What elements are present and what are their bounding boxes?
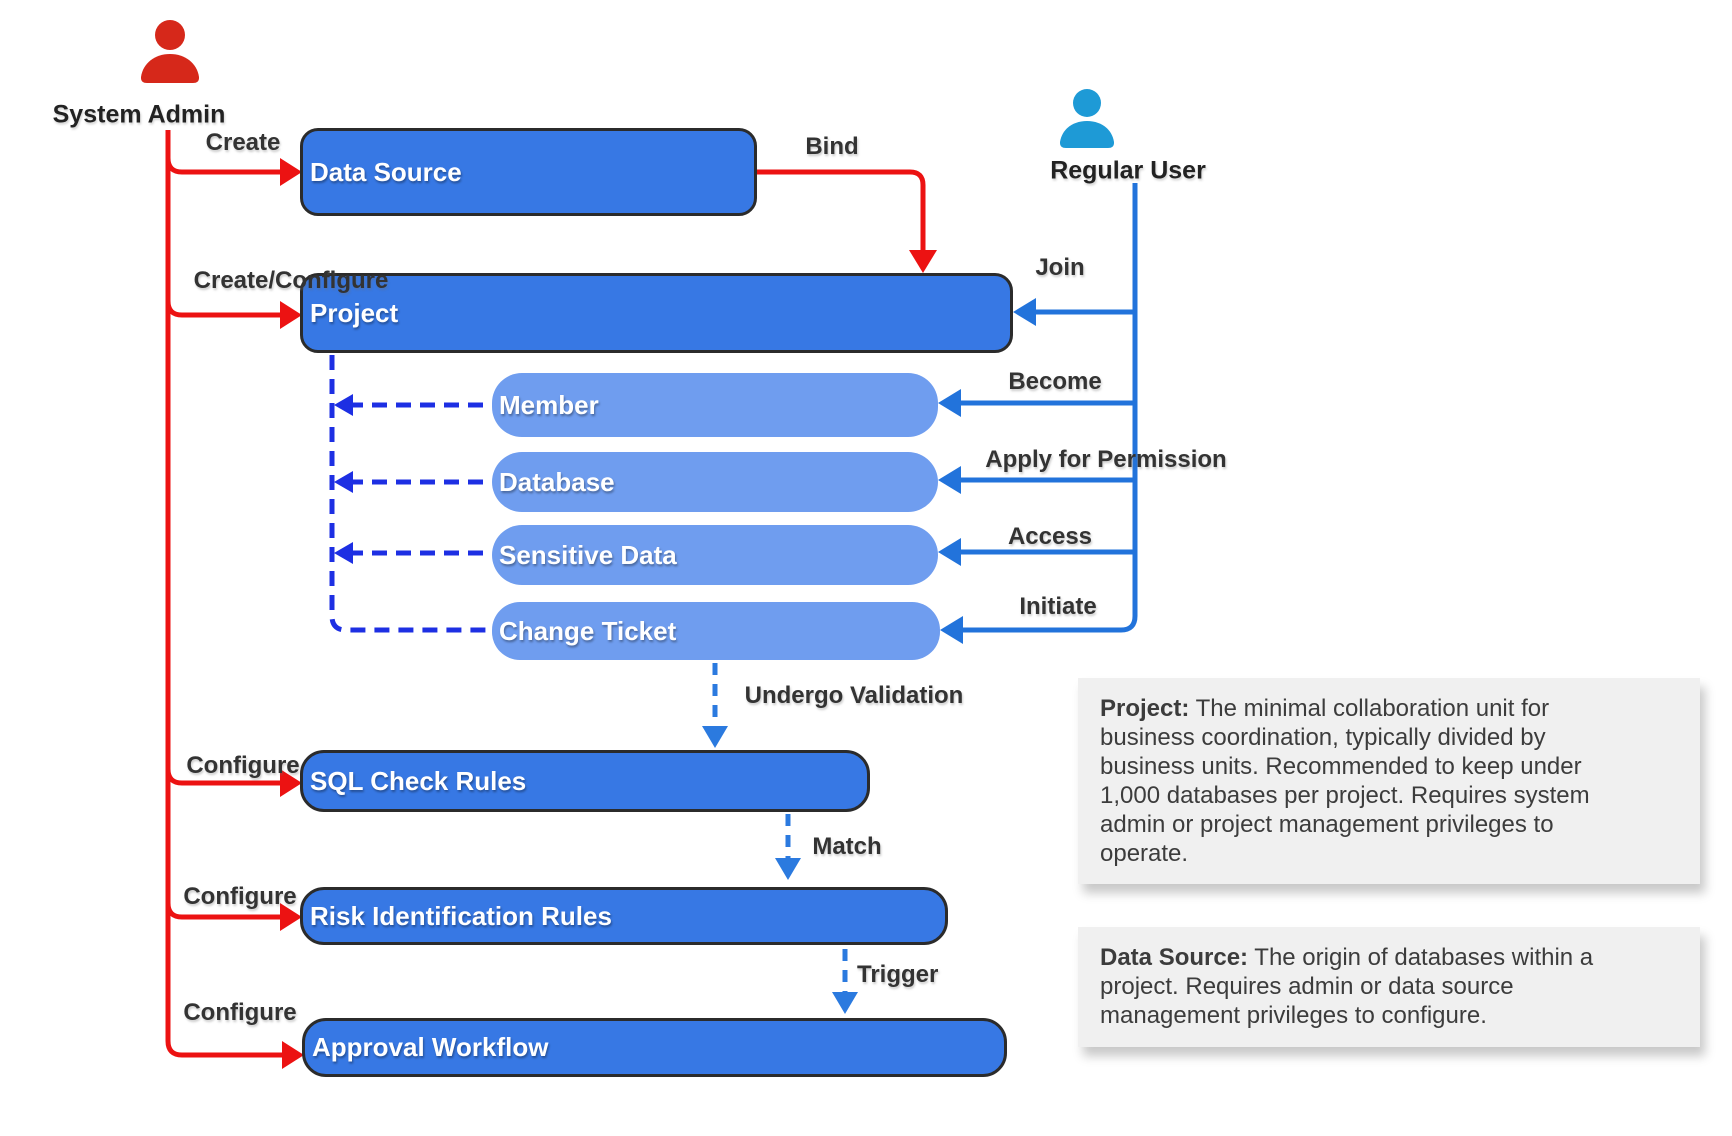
system-admin-icon: [141, 20, 199, 83]
node-project: Project: [300, 273, 1013, 353]
containment-arrowheads: [334, 394, 353, 564]
node-change-ticket-label: Change Ticket: [499, 615, 677, 646]
node-database-label: Database: [499, 466, 615, 497]
node-member: Member: [492, 373, 938, 437]
edge-create-line: [165, 157, 282, 175]
edge-label-create: Create: [205, 129, 281, 156]
edge-label-trigger: Trigger: [857, 961, 939, 988]
arrowhead-become: [938, 389, 961, 417]
edge-label-bind: Bind: [805, 133, 859, 160]
note-project: Project: The minimal collaboration unit …: [1078, 678, 1700, 884]
node-data-source: Data Source: [300, 128, 757, 216]
arrowhead-undergo-validation: [702, 726, 728, 748]
edge-configure-sql-line: [165, 768, 282, 786]
edge-label-configure-risk: Configure: [183, 883, 297, 910]
arrowhead-trigger: [832, 992, 858, 1014]
node-change-ticket: Change Ticket: [492, 602, 940, 660]
node-sql-check-rules: SQL Check Rules: [300, 750, 870, 812]
arrowhead-match: [775, 858, 801, 880]
arrowhead-join: [1013, 298, 1036, 326]
edge-label-initiate: Initiate: [1019, 593, 1097, 620]
node-project-label: Project: [310, 297, 399, 328]
arrowhead-create-configure: [280, 301, 302, 329]
user-arrowheads: [938, 298, 1036, 644]
node-approval-workflow: Approval Workflow: [302, 1018, 1007, 1077]
edge-label-match: Match: [812, 833, 882, 860]
edge-label-create-configure: Create/Configure: [193, 267, 389, 294]
edge-bind-line: [757, 169, 926, 250]
node-member-label: Member: [499, 389, 599, 420]
note-data-source-body: The origin of databases within a project…: [1100, 944, 1594, 1029]
edge-label-access: Access: [1007, 523, 1093, 550]
arrowhead-create: [280, 158, 302, 186]
arrowhead-configure-approval: [282, 1041, 304, 1069]
edge-contain-change-ticket-line: [329, 355, 492, 633]
note-project-body: The minimal collaboration unit for busin…: [1100, 695, 1590, 867]
system-admin-label: System Admin: [52, 100, 226, 129]
arrowhead-contain-sensitive: [334, 542, 353, 564]
edge-create-configure-line: [165, 300, 282, 318]
arrowhead-contain-member: [334, 394, 353, 416]
user-edges: [956, 183, 1138, 633]
note-data-source: Data Source: The origin of databases wit…: [1078, 927, 1700, 1047]
arrowhead-contain-database: [334, 471, 353, 493]
flow-arrowheads: [702, 726, 858, 1014]
arrowhead-apply: [938, 466, 961, 494]
node-sql-check-rules-label: SQL Check Rules: [310, 765, 527, 796]
node-approval-workflow-label: Approval Workflow: [312, 1032, 549, 1062]
node-sensitive-data: Sensitive Data: [492, 525, 938, 585]
edge-label-configure-sql: Configure: [186, 752, 300, 779]
node-risk-identification-rules-label: Risk Identification Rules: [310, 900, 612, 931]
arrowhead-initiate: [940, 616, 963, 644]
edge-label-become: Become: [1008, 368, 1102, 395]
flow-edges: [712, 663, 848, 992]
arrowhead-access: [938, 538, 961, 566]
admin-arrowheads: [280, 158, 937, 1069]
node-database: Database: [492, 452, 938, 512]
edge-configure-risk-line: [165, 902, 282, 920]
edge-admin-trunk-line: [165, 130, 284, 1058]
edge-label-join: Join: [1035, 254, 1085, 281]
regular-user-label: Regular User: [1050, 156, 1206, 185]
edge-label-configure-approval: Configure: [183, 999, 297, 1026]
edge-label-apply-for-permission: Apply for Permission: [985, 446, 1227, 473]
note-data-source-title: Data Source:: [1100, 944, 1249, 971]
arrowhead-bind: [909, 250, 937, 273]
edge-label-undergo-validation: Undergo Validation: [744, 682, 964, 709]
admin-edges: [165, 130, 926, 1058]
node-data-source-label: Data Source: [310, 156, 462, 187]
node-sensitive-data-label: Sensitive Data: [499, 539, 677, 570]
arrowhead-configure-risk: [280, 903, 302, 931]
edge-user-trunk-initiate-line: [958, 183, 1138, 633]
arrowhead-configure-sql: [280, 769, 302, 797]
note-project-title: Project:: [1100, 695, 1190, 722]
containment-edges: [329, 355, 492, 633]
node-risk-identification-rules: Risk Identification Rules: [300, 887, 948, 945]
regular-user-icon: [1060, 89, 1114, 148]
